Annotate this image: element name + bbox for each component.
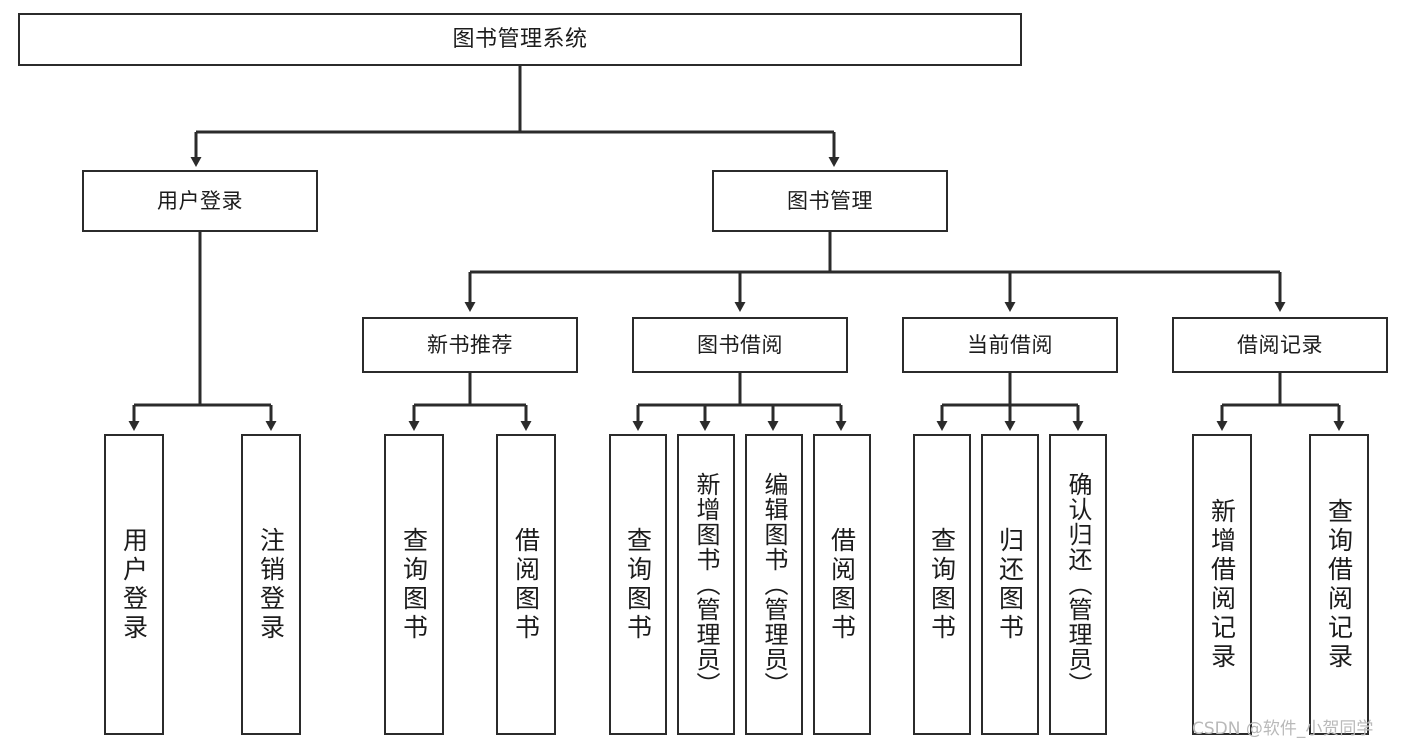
leaf-borrow-book-recommend-label: 借阅图书 <box>511 526 541 643</box>
leaf-return-book-label: 归还图书 <box>995 526 1025 643</box>
node-new-book-recommend-label: 新书推荐 <box>427 332 513 357</box>
leaf-query-borrow-record-label: 查询借阅记录 <box>1324 497 1354 672</box>
leaf-query-book-borrow-label: 查询图书 <box>623 526 653 643</box>
node-borrow-records-label: 借阅记录 <box>1237 332 1323 357</box>
leaf-return-book[interactable]: 归还图书 <box>981 434 1039 735</box>
leaf-borrow-book-recommend[interactable]: 借阅图书 <box>496 434 556 735</box>
leaf-add-book-admin[interactable]: 新增图书（管理员） <box>677 434 735 735</box>
node-book-borrow-label: 图书借阅 <box>697 332 783 357</box>
leaf-add-borrow-record[interactable]: 新增借阅记录 <box>1192 434 1252 735</box>
node-user-login-label: 用户登录 <box>157 188 243 213</box>
node-book-borrow[interactable]: 图书借阅 <box>632 317 848 373</box>
leaf-confirm-return-admin-label: 确认归还（管理员） <box>1064 472 1092 697</box>
node-user-login[interactable]: 用户登录 <box>82 170 318 232</box>
leaf-user-login[interactable]: 用户登录 <box>104 434 164 735</box>
leaf-edit-book-admin-label: 编辑图书（管理员） <box>760 472 788 697</box>
leaf-logout-label: 注销登录 <box>256 526 286 643</box>
node-book-management[interactable]: 图书管理 <box>712 170 948 232</box>
leaf-borrow-book[interactable]: 借阅图书 <box>813 434 871 735</box>
leaf-user-login-label: 用户登录 <box>119 526 149 643</box>
leaf-edit-book-admin[interactable]: 编辑图书（管理员） <box>745 434 803 735</box>
leaf-query-book-borrow[interactable]: 查询图书 <box>609 434 667 735</box>
leaf-query-book-current-label: 查询图书 <box>927 526 957 643</box>
leaf-query-borrow-record[interactable]: 查询借阅记录 <box>1309 434 1369 735</box>
leaf-query-book-current[interactable]: 查询图书 <box>913 434 971 735</box>
node-current-borrow-label: 当前借阅 <box>967 332 1053 357</box>
leaf-query-book-recommend[interactable]: 查询图书 <box>384 434 444 735</box>
watermark: CSDN @软件_小贺同学 <box>1192 719 1374 739</box>
leaf-query-book-recommend-label: 查询图书 <box>399 526 429 643</box>
leaf-logout[interactable]: 注销登录 <box>241 434 301 735</box>
leaf-add-borrow-record-label: 新增借阅记录 <box>1207 497 1237 672</box>
node-current-borrow[interactable]: 当前借阅 <box>902 317 1118 373</box>
leaf-add-book-admin-label: 新增图书（管理员） <box>692 472 720 697</box>
node-book-management-label: 图书管理 <box>787 188 873 213</box>
node-root-label: 图书管理系统 <box>452 26 588 52</box>
node-new-book-recommend[interactable]: 新书推荐 <box>362 317 578 373</box>
leaf-borrow-book-label: 借阅图书 <box>827 526 857 643</box>
leaf-confirm-return-admin[interactable]: 确认归还（管理员） <box>1049 434 1107 735</box>
node-root[interactable]: 图书管理系统 <box>18 13 1022 66</box>
node-borrow-records[interactable]: 借阅记录 <box>1172 317 1388 373</box>
